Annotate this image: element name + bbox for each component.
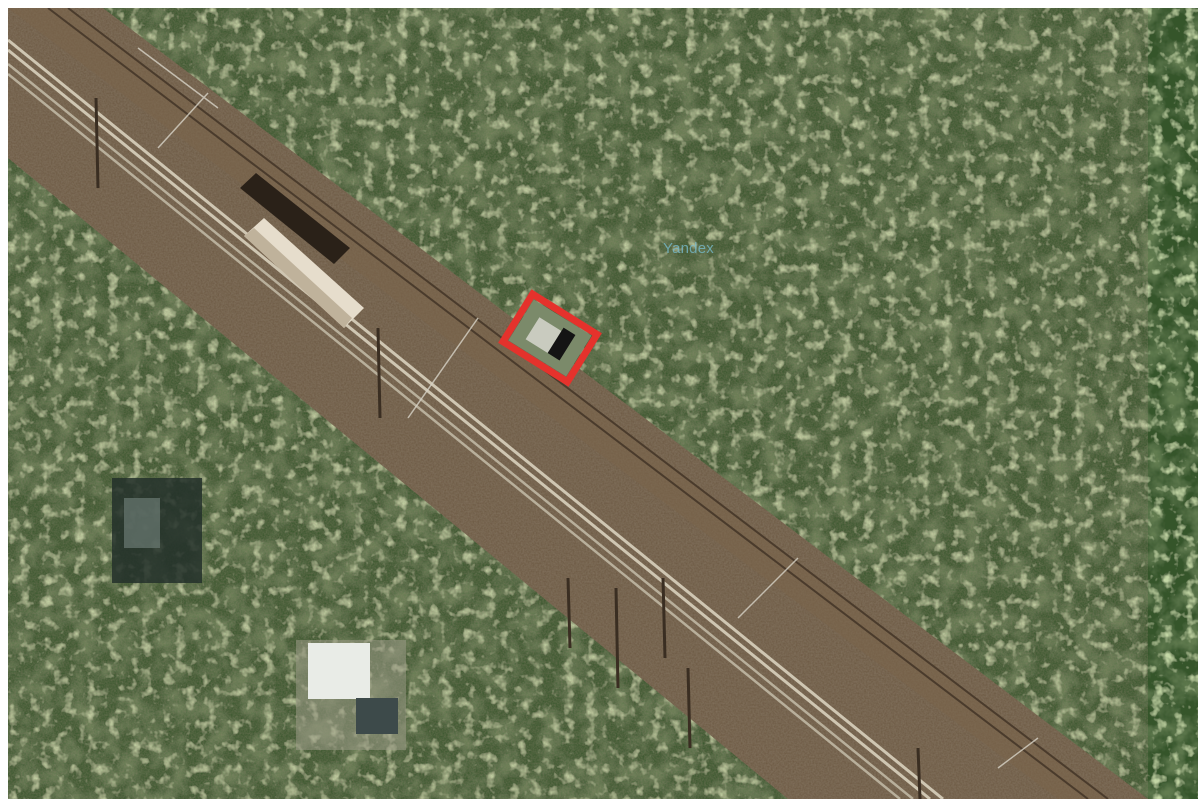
catenary-poles	[94, 97, 922, 799]
rails-upper	[47, 8, 1109, 799]
house[interactable]	[296, 640, 406, 750]
house-roof-light	[124, 498, 160, 548]
map-imagery	[8, 8, 1198, 799]
platform[interactable]	[240, 173, 364, 328]
house[interactable]	[112, 478, 202, 583]
satellite-map[interactable]: Yandex	[8, 8, 1198, 799]
highlighted-object[interactable]	[498, 289, 602, 387]
platform-edge	[244, 228, 352, 328]
rails	[8, 38, 944, 799]
house-roof	[308, 643, 370, 699]
highlight-box	[498, 289, 602, 387]
highlighted-object-building	[525, 317, 562, 354]
platform-shelter-roof	[240, 173, 350, 264]
highlighted-object-shadow	[547, 327, 576, 361]
house-annex	[356, 698, 398, 734]
catenary-wires	[137, 47, 1039, 769]
platform-surface	[244, 218, 364, 328]
